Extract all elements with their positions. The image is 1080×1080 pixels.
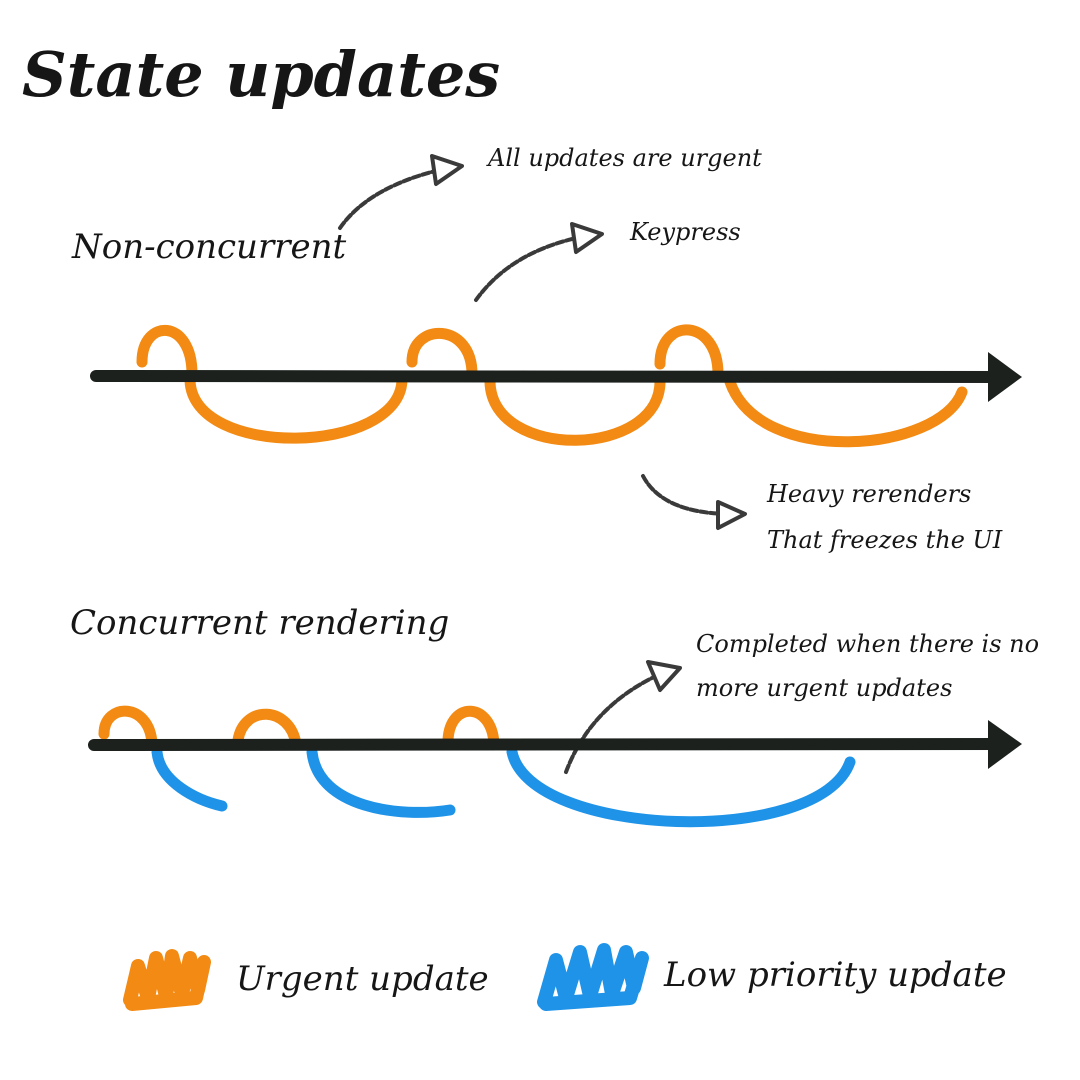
legend-urgent-swatch (123, 949, 211, 1011)
pointer-arrow-all-urgent (338, 154, 464, 230)
low-priority-update-arc (151, 746, 228, 812)
legend-low-priority-label: Low priority update (663, 955, 1007, 995)
heavy-rerender-arc (724, 376, 968, 448)
pointer-arrow-keypress (474, 222, 604, 302)
urgent-update-arc (136, 324, 198, 380)
timeline-axis-concurrent (88, 720, 1022, 769)
concurrent-rendering-label: Concurrent rendering (70, 603, 449, 643)
urgent-update-arc (442, 705, 500, 750)
low-priority-update-arc (306, 746, 456, 818)
heavy-rerender-arc (184, 374, 408, 444)
urgent-update-arc (232, 708, 302, 750)
urgent-update-arc (406, 327, 478, 380)
page-title: State updates (22, 38, 500, 111)
pointer-arrow-completed (564, 660, 682, 774)
non-concurrent-label: Non-concurrent (71, 227, 346, 267)
urgent-update-arc (98, 705, 158, 750)
low-priority-update-arc (506, 746, 856, 828)
heavy-rerender-arc (484, 374, 666, 446)
legend-urgent-label: Urgent update (236, 959, 489, 999)
urgent-update-arc (654, 324, 724, 380)
legend-low-priority-swatch (537, 943, 649, 1011)
annotation-more-urgent-updates: more urgent updates (696, 674, 952, 702)
annotation-keypress: Keypress (629, 218, 741, 246)
annotation-all-updates-urgent: All updates are urgent (486, 144, 762, 172)
pointer-arrow-heavy-rerenders (641, 474, 747, 530)
timeline-axis-non-concurrent (90, 352, 1022, 402)
annotation-completed-no-urgent: Completed when there is no (696, 630, 1039, 658)
annotation-heavy-rerenders: Heavy rerenders (766, 480, 971, 508)
annotation-freezes-ui: That freezes the UI (767, 526, 1003, 554)
